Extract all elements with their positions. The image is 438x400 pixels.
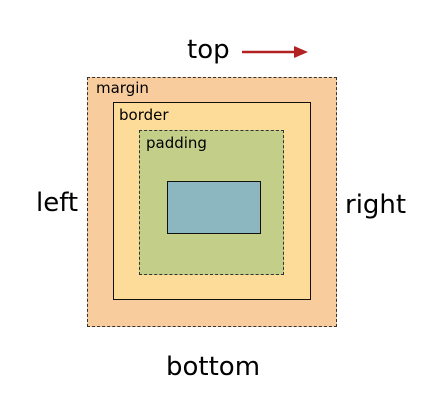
border-label: border bbox=[119, 106, 169, 124]
padding-label: padding bbox=[146, 134, 207, 152]
left-label: left bbox=[36, 188, 79, 218]
right-label: right bbox=[345, 190, 407, 220]
margin-label: margin bbox=[96, 79, 149, 97]
top-label: top bbox=[187, 35, 230, 65]
right-arrow-icon bbox=[242, 46, 308, 58]
content-box bbox=[167, 181, 261, 234]
bottom-label: bottom bbox=[166, 352, 261, 382]
